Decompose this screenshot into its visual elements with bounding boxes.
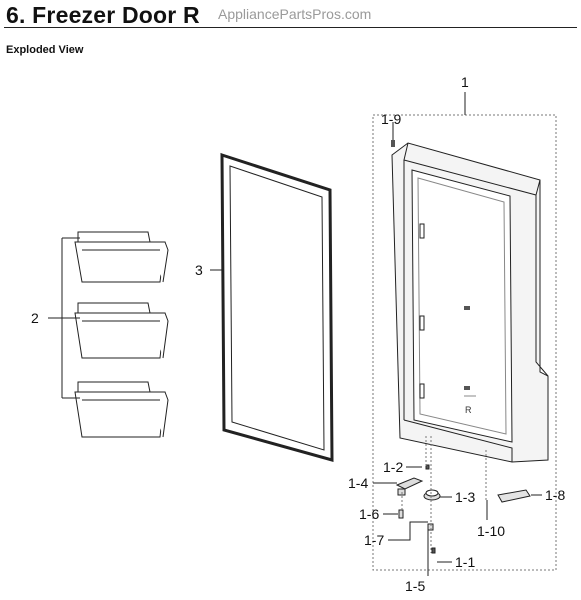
door-shelf bbox=[74, 302, 169, 359]
screw-1-9 bbox=[391, 122, 395, 147]
door-shelf bbox=[74, 381, 169, 438]
callout-1-9: 1-9 bbox=[381, 111, 401, 127]
watermark: ApplianceP​artsPros.com bbox=[218, 6, 372, 22]
callout-1-1: 1-1 bbox=[455, 554, 475, 570]
callout-1-7: 1-7 bbox=[364, 532, 384, 548]
hinge-parts bbox=[395, 464, 531, 554]
leader-lines bbox=[373, 466, 542, 576]
assembly-1-boundary bbox=[372, 114, 557, 571]
door-shelf bbox=[74, 231, 169, 283]
callout-1-5: 1-5 bbox=[405, 578, 425, 594]
callout-1-10: 1-10 bbox=[477, 523, 505, 539]
callout-2: 2 bbox=[31, 310, 39, 326]
leader-2 bbox=[48, 237, 80, 399]
door-marking: R bbox=[465, 405, 472, 415]
section-subtitle: Exploded View bbox=[6, 44, 84, 56]
page-title: 6. Freezer Door R bbox=[6, 2, 200, 28]
callout-1: 1 bbox=[461, 74, 469, 90]
title-rule bbox=[4, 27, 577, 28]
callout-1-4: 1-4 bbox=[348, 475, 368, 491]
callout-1-6: 1-6 bbox=[359, 506, 379, 522]
door-gasket bbox=[220, 152, 334, 462]
callout-1-2: 1-2 bbox=[383, 459, 403, 475]
assembly-lines bbox=[401, 436, 487, 553]
callout-3: 3 bbox=[195, 262, 203, 278]
callout-1-8: 1-8 bbox=[545, 487, 565, 503]
freezer-door bbox=[391, 142, 549, 463]
callout-1-3: 1-3 bbox=[455, 489, 475, 505]
